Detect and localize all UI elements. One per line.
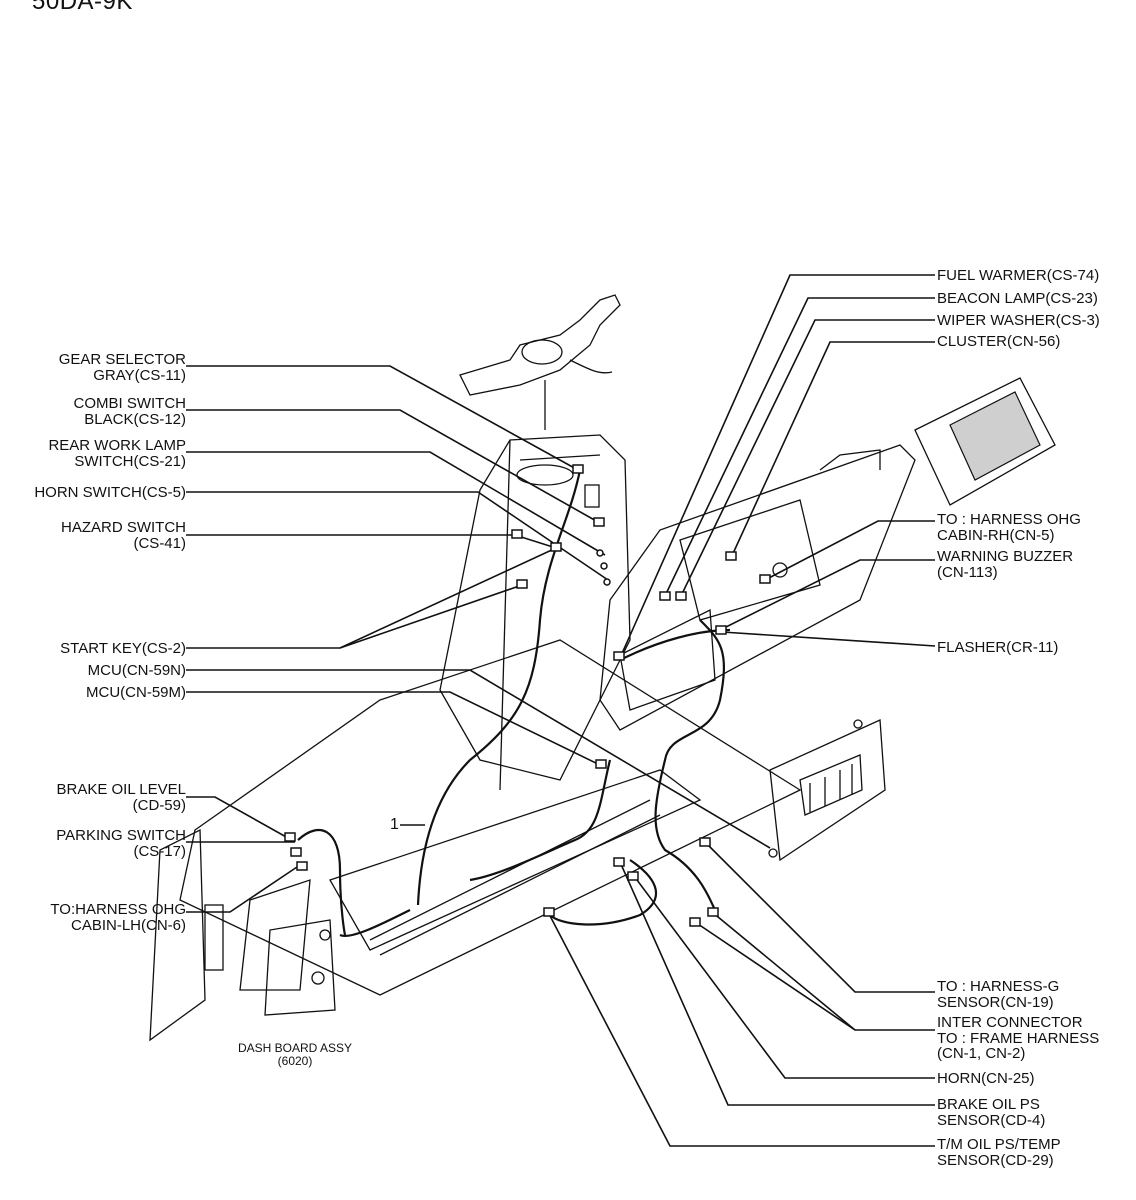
label-mcu-59m: MCU(CN-59M): [86, 684, 186, 701]
label-warning-buzzer: WARNING BUZZER(CN-113): [937, 548, 1074, 581]
label-horn-switch: HORN SWITCH(CS-5): [34, 484, 186, 501]
label-fuel-warmer: FUEL WARMER(CS-74): [937, 267, 1100, 284]
steering-column: [439, 434, 631, 791]
label-flasher: FLASHER(CR-11): [937, 639, 1059, 656]
cluster-unit: [914, 377, 1056, 506]
label-cluster: CLUSTER(CN-56): [937, 333, 1061, 350]
label-wiper-washer: WIPER WASHER(CS-3): [937, 312, 1100, 329]
assembly-caption: DASH BOARD ASSY (6020): [237, 1041, 353, 1068]
label-horn: HORN(CN-25): [937, 1070, 1035, 1087]
connectors: [284, 464, 771, 927]
right-leader-lines: [547, 274, 936, 1147]
item-number: 1: [390, 816, 399, 833]
wire-harness: [297, 469, 731, 938]
combi-switch-drawing: [459, 294, 621, 430]
label-mcu-59n: MCU(CN-59N): [87, 662, 186, 679]
label-brake-oil-level: BRAKE OIL LEVEL(CD-59): [56, 781, 186, 814]
label-parking-switch: PARKING SWITCH(CS-17): [56, 827, 186, 860]
mcu-box: [768, 719, 886, 862]
label-hazard-switch: HAZARD SWITCH(CS-41): [61, 519, 186, 552]
base-plate: [149, 639, 802, 1042]
label-start-key: START KEY(CS-2): [60, 640, 186, 657]
diagram-title: 50DA-9K: [32, 0, 133, 15]
label-beacon-lamp: BEACON LAMP(CS-23): [937, 290, 1098, 307]
dash-panel: [599, 444, 916, 731]
left-leader-lines: [186, 365, 771, 913]
